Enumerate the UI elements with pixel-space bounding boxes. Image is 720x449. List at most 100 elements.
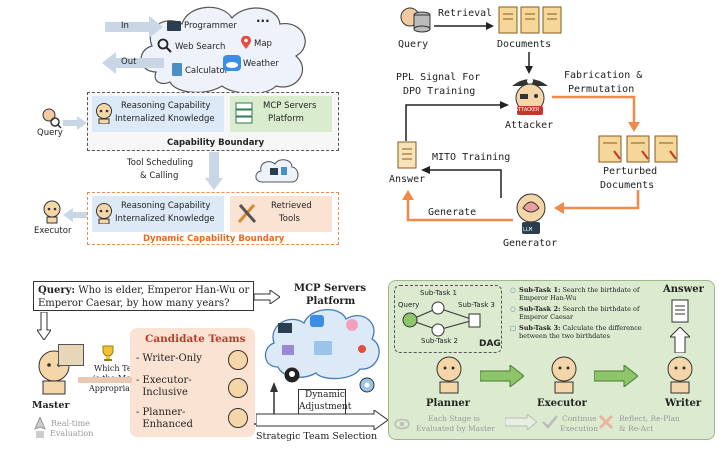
continue-line-2: Execution <box>560 424 598 433</box>
dyn-reasoning-line-1: Reasoning Capability <box>121 201 211 211</box>
reflect-line-1: Reflect, Re-Plan <box>619 414 680 423</box>
answer-label: Answer <box>663 284 704 295</box>
master-to-teams-line <box>78 377 132 383</box>
executor-label: Executor <box>537 398 587 409</box>
reflect-line-2: & Re-Act <box>619 424 654 433</box>
dag-query: Query <box>398 301 420 309</box>
robot-icon <box>96 103 112 124</box>
llm-badge: LLM <box>523 227 533 233</box>
query-right-arrow <box>254 290 280 304</box>
fabrication-arrow <box>552 95 640 132</box>
team-writer-only: - Writer-Only <box>136 353 202 364</box>
more-tools: ... <box>256 11 270 25</box>
tool-scheduling-arrow <box>205 152 223 190</box>
writer-label: Writer <box>665 398 702 409</box>
gear-icon <box>359 377 375 393</box>
team-robot-1-icon <box>228 350 248 370</box>
which-line-3: Appropriate? <box>89 384 143 393</box>
writer-to-answer-arrow <box>670 327 690 353</box>
reasoning-line-2: Internalized Knowledge <box>115 114 215 124</box>
planner-robot-icon <box>436 356 462 394</box>
search-icon: ○ <box>510 286 516 294</box>
mcp-platform-line-2: Platform <box>306 296 356 307</box>
mcp-platform-line-1: MCP Servers <box>294 283 366 294</box>
query-question: Who is elder, Emperor Han-Wu or Emperor … <box>38 285 250 309</box>
reasoning-box <box>92 96 224 132</box>
docs-to-attacker-arrow <box>525 52 533 74</box>
trophy-icon <box>102 345 114 361</box>
check-icon <box>542 415 558 429</box>
planner-to-executor-arrow <box>480 365 524 387</box>
map-pin-icon <box>241 36 251 49</box>
strategic-arrow <box>256 410 388 430</box>
github-icon <box>284 367 300 383</box>
planner-label: Planner <box>426 398 470 409</box>
eval-line-1: Each Stage is <box>428 414 480 423</box>
generate-label: Generate <box>428 207 477 218</box>
which-line-1: Which Team <box>94 364 144 373</box>
team-robot-2-icon <box>228 378 248 398</box>
query-database-icon <box>400 7 431 33</box>
retrieved-line-2: Tools <box>279 214 300 224</box>
realtime-line-1: Real-time <box>51 419 90 428</box>
executor-robot-icon <box>43 200 61 224</box>
team-executor-line-1: - Executor- <box>136 375 192 386</box>
dynamic-line-2: Adjustment <box>299 402 352 412</box>
mcp-line-2: Platform <box>268 114 304 124</box>
retrieval-arrow <box>434 22 494 30</box>
out-arrow <box>102 52 164 74</box>
tool-web-search: Web Search <box>175 42 226 52</box>
weather-icon <box>223 55 241 71</box>
programmer-icon <box>167 21 181 31</box>
subtask-list: ○Sub-Task 1: Search the birthdate of Emp… <box>510 286 660 340</box>
eye-icon <box>394 418 410 430</box>
eval-line-2: Evaluated by Master <box>416 424 495 433</box>
mcp-line-1: MCP Servers <box>263 101 317 111</box>
retrieved-line-1: Retrieved <box>271 201 312 211</box>
ppl-line-1: PPL Signal For <box>396 72 481 83</box>
dag-label: DAG <box>479 339 501 349</box>
realtime-line-2: Evaluation <box>50 429 94 438</box>
dynamic-boundary-title: Dynamic Capability Boundary <box>143 234 285 244</box>
query-arrow <box>63 116 87 130</box>
mito-arrow <box>421 166 502 198</box>
realtime-eval-icon <box>34 417 46 438</box>
robot-icon <box>96 203 112 224</box>
subtask-2-item: ○Sub-Task 2: Search the birthdate of Emp… <box>510 305 640 321</box>
writer-robot-icon <box>667 356 693 394</box>
small-tool-cloud <box>255 159 299 183</box>
dag-subtask-2: Sub-Task 2 <box>421 337 458 345</box>
eval-arrow <box>505 414 537 430</box>
mito-label: MITO Training <box>432 152 511 163</box>
continue-line-1: Continue <box>562 414 597 423</box>
attacker-label: Attacker <box>505 120 554 131</box>
query-prefix: Query: <box>38 285 76 296</box>
dag-subtask-1: Sub-Task 1 <box>420 289 457 297</box>
perturbed-line-2: Documents <box>600 180 655 191</box>
documents-label: Documents <box>497 39 552 50</box>
tool-scheduling-line-1: Tool Scheduling <box>127 158 194 168</box>
dag-box <box>394 285 502 353</box>
server-icon <box>235 102 253 124</box>
reasoning-line-1: Reasoning Capability <box>121 101 211 111</box>
query-text-block: Query: Who is elder, Emperor Han-Wu or E… <box>38 284 253 310</box>
query-person-icon <box>42 108 62 129</box>
fabrication-line-2: Permutation <box>568 84 635 95</box>
team-robot-3-icon <box>228 408 248 428</box>
subtask-3-item: □Sub-Task 3: Calculate the difference be… <box>510 324 642 340</box>
tr-query-label: Query <box>398 39 429 50</box>
out-label: Out <box>121 57 137 67</box>
tool-map: Map <box>254 39 272 49</box>
generate-arrow <box>402 190 513 222</box>
candidate-teams-title: Candidate Teams <box>145 333 246 345</box>
subtask-1-item: ○Sub-Task 1: Search the birthdate of Emp… <box>510 286 640 302</box>
calculator-icon <box>172 63 182 76</box>
master-label: Master <box>32 400 70 411</box>
executor-arrow <box>63 208 87 222</box>
perturbed-documents-icon <box>598 135 678 163</box>
mcp-platform-cloud <box>264 309 380 380</box>
tools-icon <box>237 204 257 223</box>
documents-icon <box>498 6 562 34</box>
answer-document-icon <box>671 299 689 323</box>
in-label: In <box>121 21 129 31</box>
